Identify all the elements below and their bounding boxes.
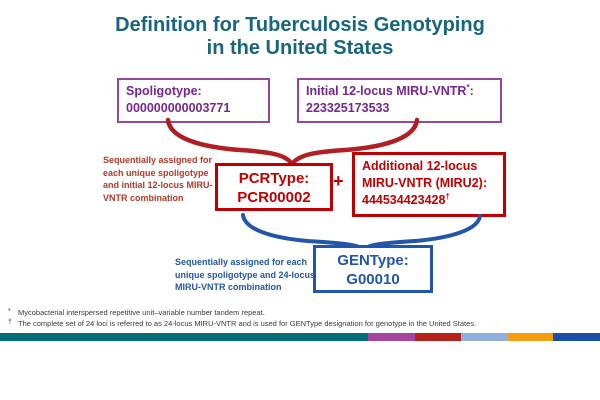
footnote-row: † The complete set of 24 loci is referre…: [8, 318, 594, 329]
additional-miru-vntr-line2: MIRU-VNTR (MIRU2):: [362, 176, 487, 190]
red-curly-brace-icon: [165, 117, 420, 167]
dagger-superscript: †: [445, 191, 450, 201]
footnote-text: The complete set of 24 loci is referred …: [18, 319, 477, 328]
initial-miru-vntr-label: Initial 12-locus MIRU-VNTR*:: [306, 83, 496, 100]
pcrtype-box: PCRType: PCR00002: [215, 163, 333, 211]
additional-miru-vntr-value: 444534423428: [362, 193, 446, 207]
additional-miru-vntr-line1: Additional 12-locus: [362, 159, 478, 173]
page-title-line2: in the United States: [206, 37, 394, 59]
initial-miru-vntr-value: 223325173533: [306, 101, 390, 115]
page-title: Definition for Tuberculosis Genotyping i…: [0, 14, 600, 60]
gentype-label: GENType:: [337, 252, 409, 269]
stripe-segment-teal: [0, 333, 368, 341]
gen-annotation: Sequentially assigned for each unique sp…: [175, 256, 315, 294]
additional-miru-vntr-value-line: 444534423428†: [362, 192, 501, 209]
pcrtype-label: PCRType:: [238, 170, 310, 187]
initial-miru-vntr-label-text: Initial 12-locus MIRU-VNTR: [306, 84, 467, 98]
footnote-marker-asterisk: *: [8, 308, 11, 315]
gentype-box: GENType: G00010: [313, 245, 433, 293]
footnote-row: * Mycobacterial interspersed repetitive …: [8, 307, 594, 318]
footnote-text: Mycobacterial interspersed repetitive un…: [18, 308, 265, 317]
pcr-annotation-line: VNTR combination: [103, 192, 184, 203]
pcr-annotation-line: Sequentially assigned for: [103, 155, 213, 165]
pcr-annotation-line: and initial 12-locus MIRU-: [103, 180, 213, 190]
spoligotype-label: Spoligotype:: [126, 84, 202, 98]
initial-miru-vntr-colon: :: [469, 84, 474, 98]
stripe-segment-dark-blue: [553, 333, 600, 341]
initial-miru-vntr-box: Initial 12-locus MIRU-VNTR*: 22332517353…: [297, 78, 502, 123]
additional-miru-vntr-box: Additional 12-locus MIRU-VNTR (MIRU2): 4…: [352, 152, 506, 217]
stripe-segment-magenta: [368, 333, 415, 341]
footnote-marker-dagger: †: [8, 319, 12, 326]
stripe-segment-red: [415, 333, 461, 341]
page-title-line1: Definition for Tuberculosis Genotyping: [115, 14, 485, 36]
gentype-value: G00010: [346, 271, 400, 288]
stripe-segment-light-blue: [461, 333, 508, 341]
pcr-annotation-line: each unique spoligotype: [103, 167, 209, 178]
decorative-color-stripe: [0, 333, 600, 341]
spoligotype-value: 000000000003771: [126, 101, 231, 115]
stripe-segment-orange: [508, 333, 553, 341]
asterisk-superscript: *: [466, 82, 470, 92]
plus-sign: +: [333, 171, 344, 191]
pcrtype-value: PCR00002: [237, 189, 311, 206]
gen-annotation-line: MIRU-VNTR combination: [175, 282, 282, 292]
gen-annotation-line: Sequentially assigned for each: [175, 257, 308, 267]
footnotes: * Mycobacterial interspersed repetitive …: [8, 307, 594, 329]
gen-annotation-line: unique spoligotype and 24-locus: [175, 269, 316, 280]
pcr-annotation: Sequentially assigned for each unique sp…: [103, 154, 213, 204]
spoligotype-box: Spoligotype: 000000000003771: [117, 78, 270, 123]
